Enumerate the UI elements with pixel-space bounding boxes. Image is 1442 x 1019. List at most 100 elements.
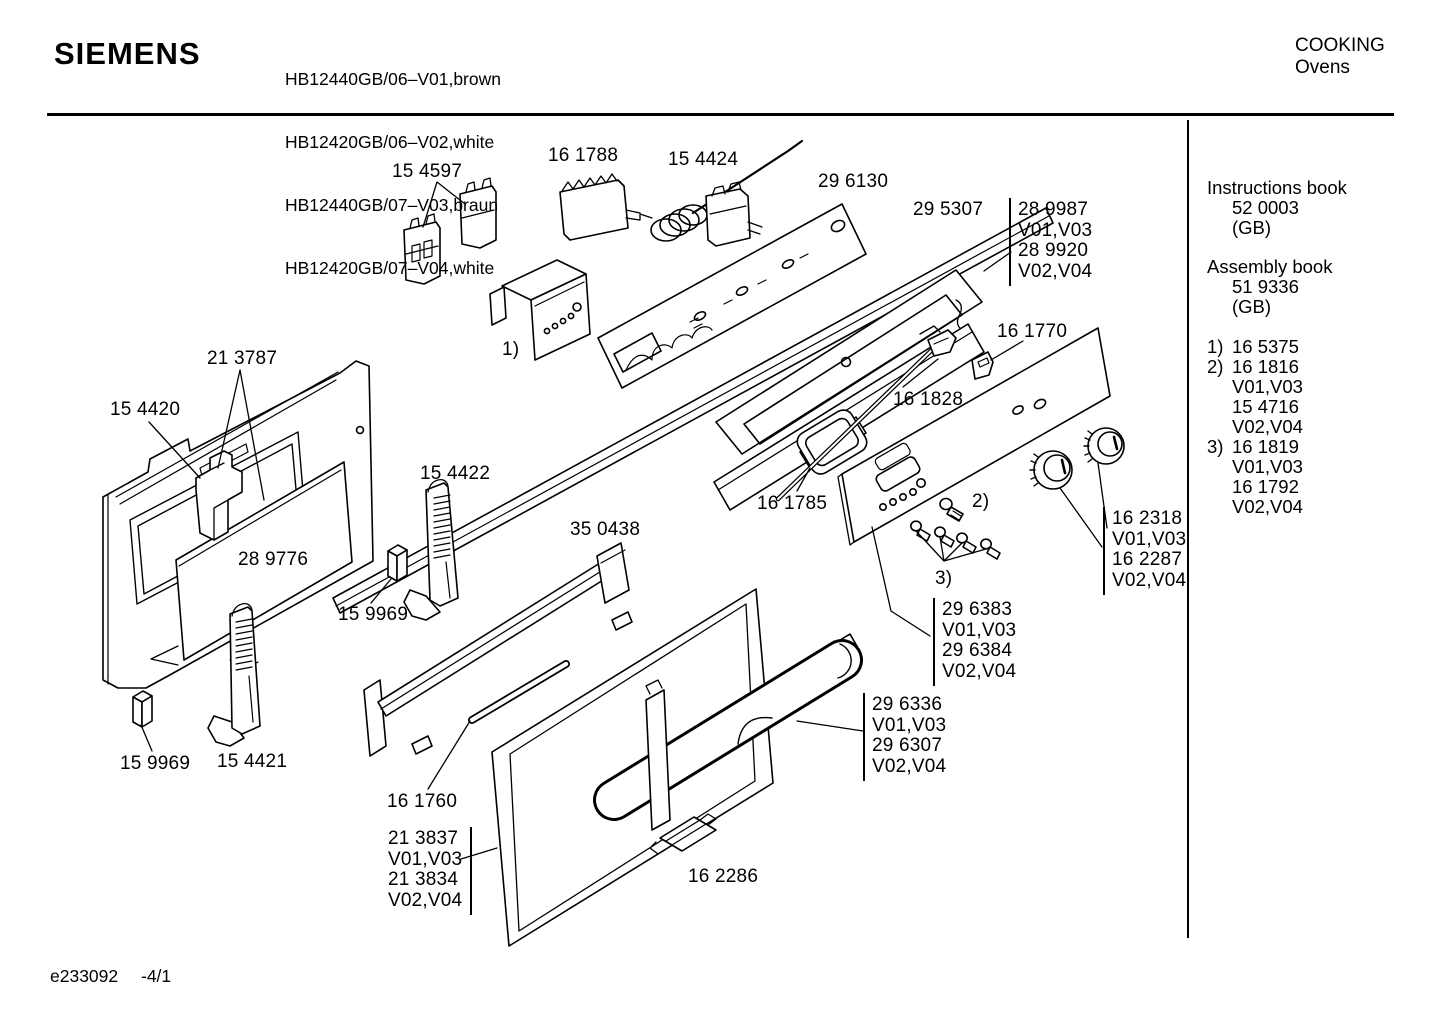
part-label-line: 28 9776 (238, 549, 309, 570)
note-body: 16 5375 (1232, 337, 1299, 357)
part-label-line: 16 2318 (1112, 508, 1183, 529)
part-label-line: 29 6307 (872, 735, 943, 756)
latch-15-4420 (195, 450, 243, 541)
model-line: HB12440GB/07–V03,braun (285, 195, 499, 215)
part-label-29-5307: 29 5307 (913, 199, 984, 221)
part-label-15-9969-right: 15 9969 (338, 604, 409, 626)
part-label-line: V02,V04 (1018, 260, 1093, 282)
part-label-16-1788: 16 1788 (548, 145, 618, 167)
part-label-line: V02,V04 (942, 660, 1017, 682)
part-label-line: 29 6130 (818, 171, 889, 192)
part-label-line: 16 1785 (757, 493, 828, 514)
note-line: 16 1792 (1232, 476, 1299, 497)
instructions-book-region: (GB) (1232, 217, 1272, 238)
part-label-line: 21 3837 (388, 828, 459, 849)
part-label-21-3787: 21 3787 (207, 348, 278, 370)
fascia-panel-29-6383 (837, 327, 1111, 546)
part-label-line: 16 1770 (997, 321, 1068, 342)
category-title: COOKING (1295, 35, 1385, 56)
part-label-35-0438: 35 0438 (570, 519, 640, 541)
part-label-line: 1) (502, 339, 520, 360)
part-label-line: 15 4420 (110, 399, 181, 420)
part-label-29-6130: 29 6130 (818, 171, 889, 193)
hinge-15-4421 (207, 602, 261, 747)
brackets-15-4597 (403, 177, 497, 285)
instructions-book-number: 52 0003 (1232, 197, 1299, 218)
screw-ref-2 (939, 497, 964, 522)
part-label-line: 2) (972, 491, 990, 512)
part-label-line: 3) (935, 568, 953, 589)
note-ref: 2) (1207, 356, 1224, 377)
part-label-line: V02,V04 (1112, 569, 1187, 591)
part-label-line: 28 9987 (1018, 199, 1089, 220)
part-label-line: 16 2286 (688, 866, 759, 887)
part-label-15-9969-left: 15 9969 (120, 753, 190, 775)
assembly-book-number: 51 9336 (1232, 276, 1299, 297)
control-knob-right (1083, 427, 1125, 465)
part-label-line: 16 1760 (387, 791, 458, 812)
part-label-line: 29 6336 (872, 694, 943, 715)
instructions-book-block: Instructions book 52 0003 (GB) (1207, 178, 1347, 238)
trim-channel-35-0438 (363, 542, 633, 757)
part-label-15-4420: 15 4420 (110, 399, 181, 421)
part-label-line: 28 9920 (1018, 240, 1089, 261)
note-line: 15 4716 (1232, 396, 1299, 417)
part-label-16-1785: 16 1785 (757, 493, 828, 515)
rod-16-1760 (468, 660, 570, 724)
carrier-rail-29-6130 (597, 203, 867, 389)
part-label-line: 21 3787 (207, 348, 278, 369)
part-label-15-4421: 15 4421 (217, 751, 287, 773)
part-label-line: 15 4424 (668, 149, 739, 170)
header-rule (47, 113, 1394, 116)
model-line: HB12440GB/06–V01,brown (285, 69, 501, 89)
category-block: COOKING Ovens (1295, 35, 1385, 79)
part-label-15-4422: 15 4422 (420, 463, 491, 485)
part-label-16-2286: 16 2286 (688, 866, 759, 888)
brand-logo: SIEMENS (54, 36, 201, 71)
part-label-line: V01,V03 (872, 714, 947, 736)
assembly-book-region: (GB) (1232, 296, 1272, 317)
spacer-15-9969-left (132, 690, 153, 728)
part-label-16-1828: 16 1828 (893, 389, 963, 411)
clip-16-1770 (971, 351, 994, 380)
leader-lines (140, 181, 1108, 860)
part-label-line: 29 6383 (942, 599, 1013, 620)
part-label-line: V01,V03 (1018, 219, 1093, 241)
note-ref: 3) (1207, 436, 1224, 457)
note-line: V02,V04 (1232, 416, 1303, 437)
part-label-ref-2: 2) (972, 491, 990, 513)
hinge-15-4422 (403, 478, 459, 621)
door-handle-29-6336 (593, 633, 863, 831)
note-line: V01,V03 (1232, 456, 1303, 477)
part-label-line: 16 2287 (1112, 549, 1183, 570)
part-label-line: V02,V04 (388, 889, 463, 911)
part-label-line: V01,V03 (388, 848, 463, 870)
part-label-line: V02,V04 (872, 755, 947, 777)
part-label-line: 29 5307 (913, 199, 984, 220)
note-line: 16 5375 (1232, 336, 1299, 357)
note-ref: 1) (1207, 336, 1224, 357)
part-label-line: 15 4597 (392, 161, 463, 182)
part-label-line: 15 4422 (420, 463, 491, 484)
part-label-line: 15 9969 (338, 604, 409, 625)
model-list: HB12440GB/06–V01,brown HB12420GB/06–V02,… (285, 27, 501, 300)
sidebar-divider (1187, 120, 1189, 938)
model-line: HB12420GB/07–V04,white (285, 258, 495, 278)
part-label-line: V01,V03 (942, 619, 1017, 641)
part-label-line: V01,V03 (1112, 528, 1187, 550)
sheet-number: -4/1 (141, 966, 172, 986)
document-id: e233092 (50, 966, 119, 986)
note-line: V02,V04 (1232, 496, 1303, 517)
model-line: HB12420GB/06–V02,white (285, 132, 495, 152)
thermostat-15-4424 (650, 139, 804, 247)
